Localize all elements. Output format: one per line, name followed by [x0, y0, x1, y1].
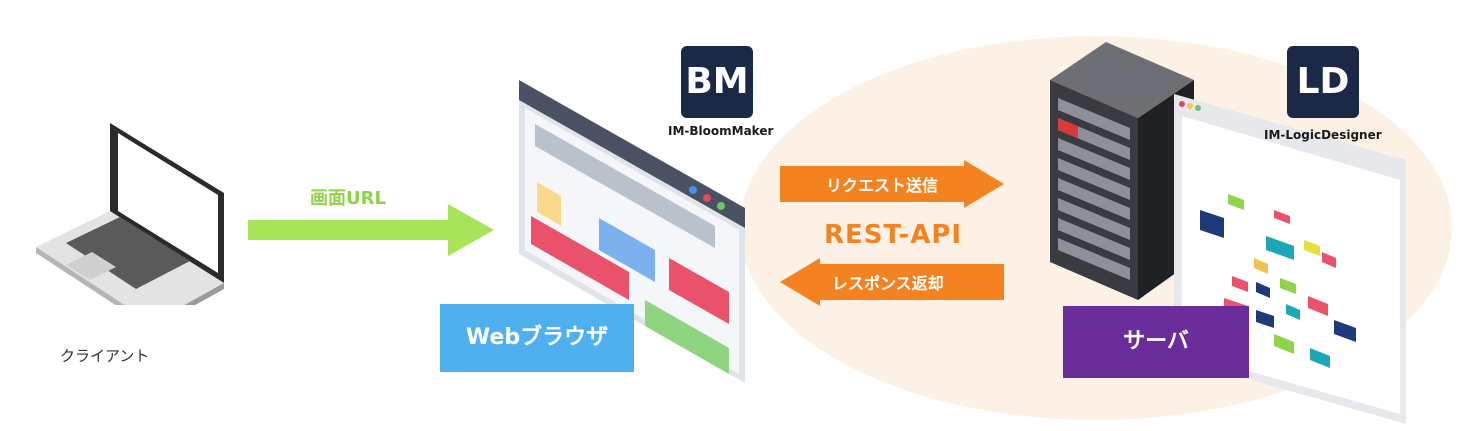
response-arrow — [780, 258, 1004, 306]
response-arrow-label-wrap: レスポンス返却 — [806, 258, 1006, 306]
request-arrow-label-wrap: リクエスト送信 — [806, 160, 1006, 208]
response-label: レスポンス返却 — [832, 274, 944, 293]
bloommaker-name: IM-BloomMaker — [668, 124, 774, 138]
server-label: サーバ — [1063, 306, 1249, 378]
web-browser-label: Webブラウザ — [440, 304, 634, 372]
browser-window-illustration — [519, 80, 745, 383]
logicdesigner-badge: LD — [1287, 46, 1359, 118]
request-url-label: 画面URL — [310, 188, 386, 209]
bloommaker-badge: BM — [681, 46, 753, 118]
client-label: クライアント — [60, 347, 150, 365]
logicdesigner-name: IM-LogicDesigner — [1264, 128, 1382, 142]
server-tower-icon — [1050, 42, 1194, 300]
request-arrow — [780, 160, 1004, 208]
request-url-arrow — [248, 204, 494, 256]
request-label: リクエスト送信 — [826, 176, 939, 195]
rest-api-label: REST-API — [824, 220, 963, 250]
laptop-icon — [36, 123, 224, 305]
